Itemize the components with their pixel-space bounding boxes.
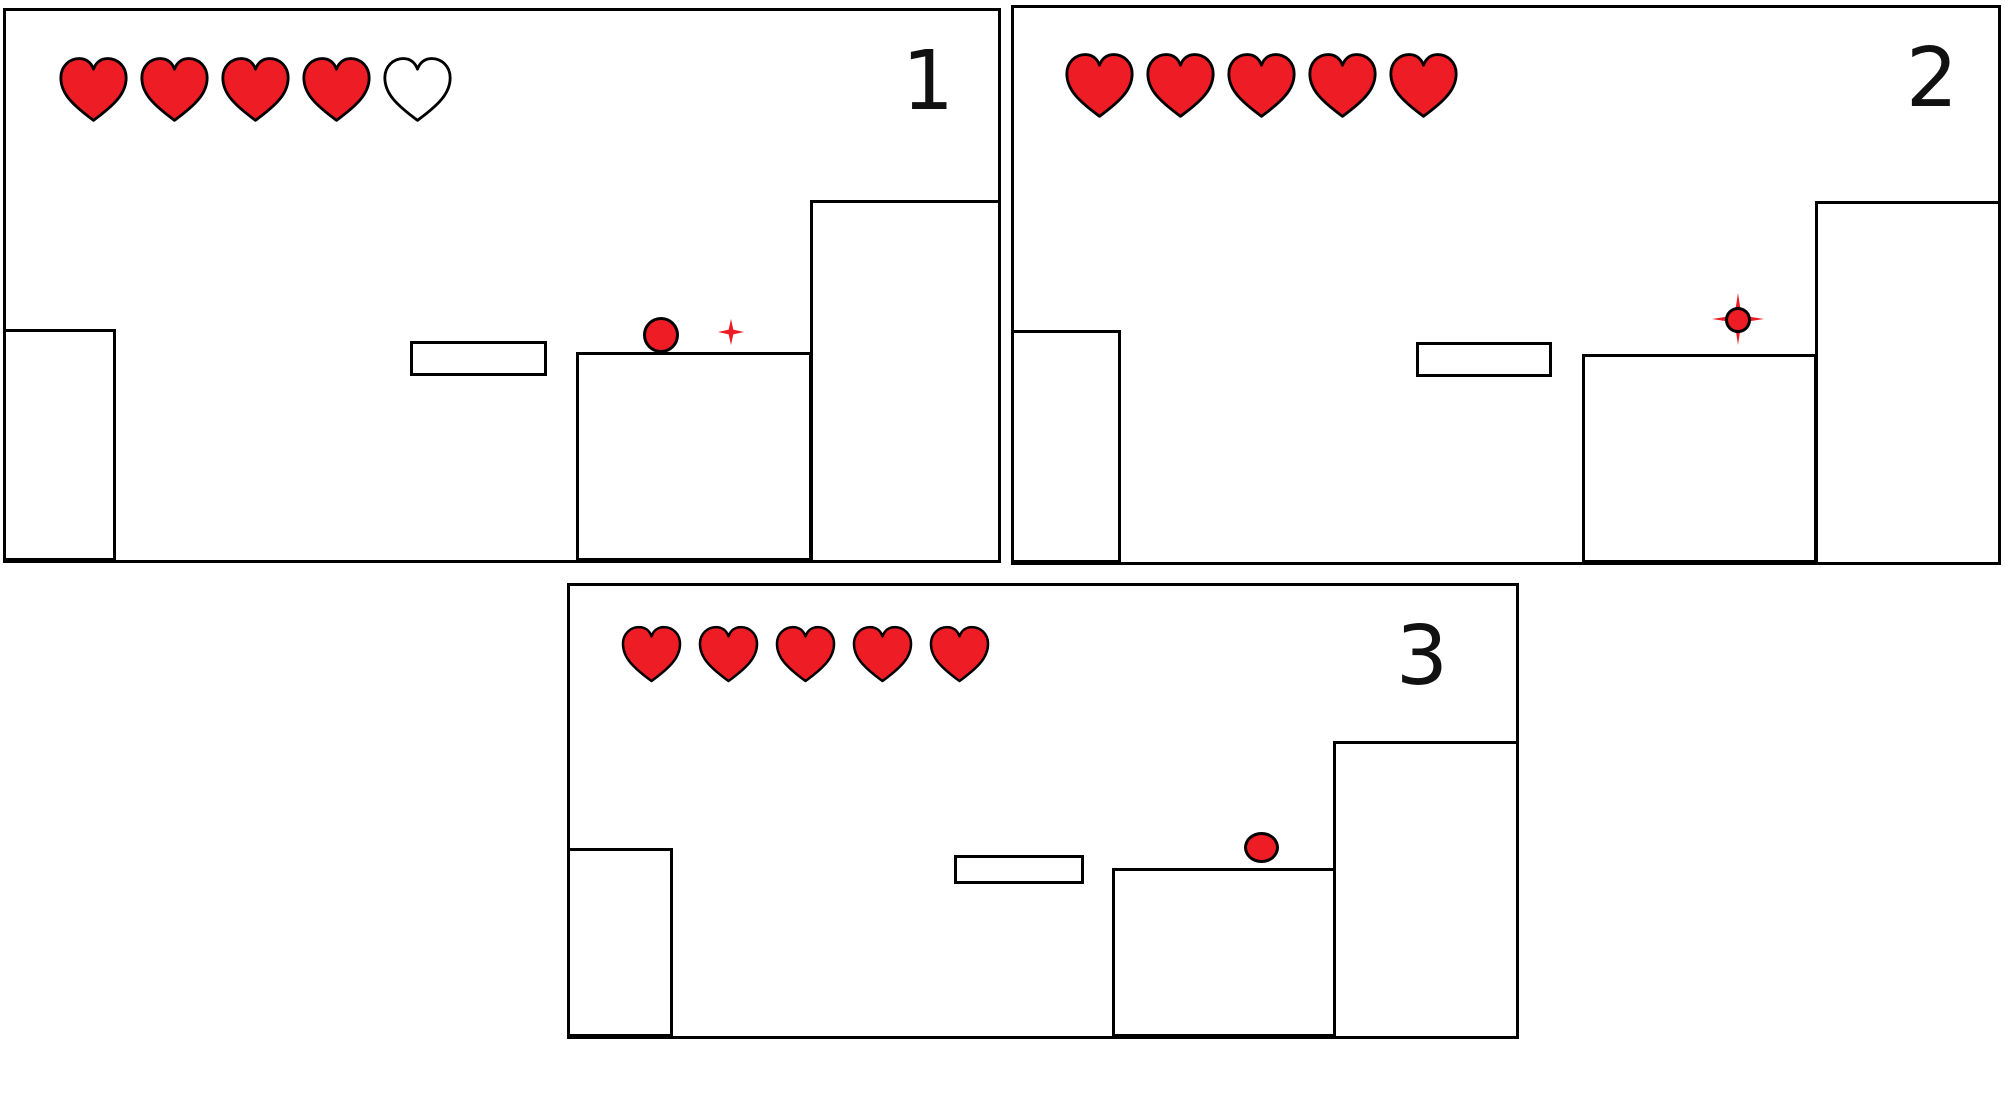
heart-icon <box>1308 53 1377 118</box>
left-pillar <box>1014 330 1121 562</box>
game-frame-1: 1 <box>3 8 1001 563</box>
tall-wall <box>810 200 998 560</box>
health-bar <box>618 624 993 686</box>
heart-icon <box>1146 53 1215 118</box>
heart-icon <box>852 625 913 683</box>
game-frame-2: 2 <box>1011 5 2001 565</box>
left-pillar <box>570 848 673 1036</box>
heart-icon <box>775 625 836 683</box>
heart-icon <box>929 625 990 683</box>
heart-icon <box>140 57 209 122</box>
heart-icon <box>1065 53 1134 118</box>
heart-icon <box>221 57 290 122</box>
floating-platform <box>954 855 1084 884</box>
heart-empty-icon <box>383 57 452 122</box>
player-ball <box>643 317 679 353</box>
health-bar <box>1064 51 1459 122</box>
frame-number: 2 <box>1905 31 1958 126</box>
heart-icon <box>1389 53 1458 118</box>
heart-icon <box>621 625 682 683</box>
player-ball <box>1244 832 1279 863</box>
game-frame-3: 3 <box>567 583 1519 1039</box>
heart-icon <box>59 57 128 122</box>
heart-icon <box>698 625 759 683</box>
frame-number: 1 <box>901 34 954 129</box>
player-ball <box>1725 307 1751 333</box>
frame-number: 3 <box>1395 609 1448 704</box>
sparkle-icon <box>717 318 745 346</box>
center-block <box>1582 354 1817 562</box>
floating-platform <box>1416 342 1552 377</box>
heart-icon <box>302 57 371 122</box>
tall-wall <box>1815 201 1998 562</box>
center-block <box>576 352 812 560</box>
tall-wall <box>1333 741 1516 1036</box>
floating-platform <box>410 341 547 376</box>
health-bar <box>58 55 453 126</box>
center-block <box>1112 868 1336 1036</box>
left-pillar <box>6 329 116 560</box>
heart-icon <box>1227 53 1296 118</box>
